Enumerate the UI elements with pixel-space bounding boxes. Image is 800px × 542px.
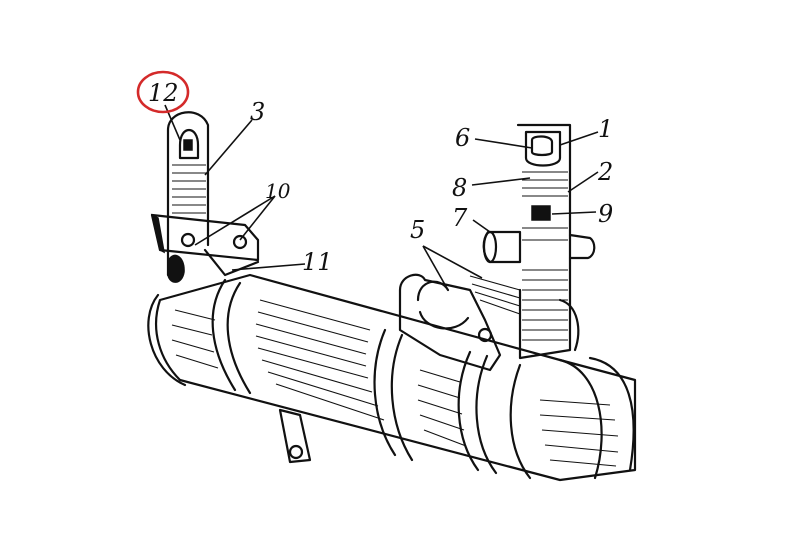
label-10: 10 (265, 179, 291, 203)
label-1: 1 (598, 115, 613, 143)
label-3: 3 (250, 98, 265, 126)
label-5: 5 (410, 216, 425, 244)
rear-leaf-hatching (172, 164, 206, 214)
front-post-hatching (522, 171, 568, 341)
mount-hatching (469, 275, 521, 315)
label-11: 11 (302, 248, 333, 276)
launcher-tube (147, 273, 637, 482)
label-9: 9 (598, 200, 613, 228)
label-2: 2 (597, 158, 613, 186)
label-6: 6 (455, 124, 470, 152)
leader-lines (164, 104, 599, 291)
highlight-ring (136, 70, 190, 114)
tube-hatching (171, 299, 619, 467)
callout-labels: 12 3 10 11 5 6 1 8 2 7 9 (148, 79, 613, 276)
label-8: 8 (452, 174, 467, 202)
front-sight-assembly (398, 123, 596, 372)
rear-sight-assembly (150, 111, 260, 283)
label-12: 12 (148, 79, 179, 107)
label-7: 7 (452, 204, 468, 232)
